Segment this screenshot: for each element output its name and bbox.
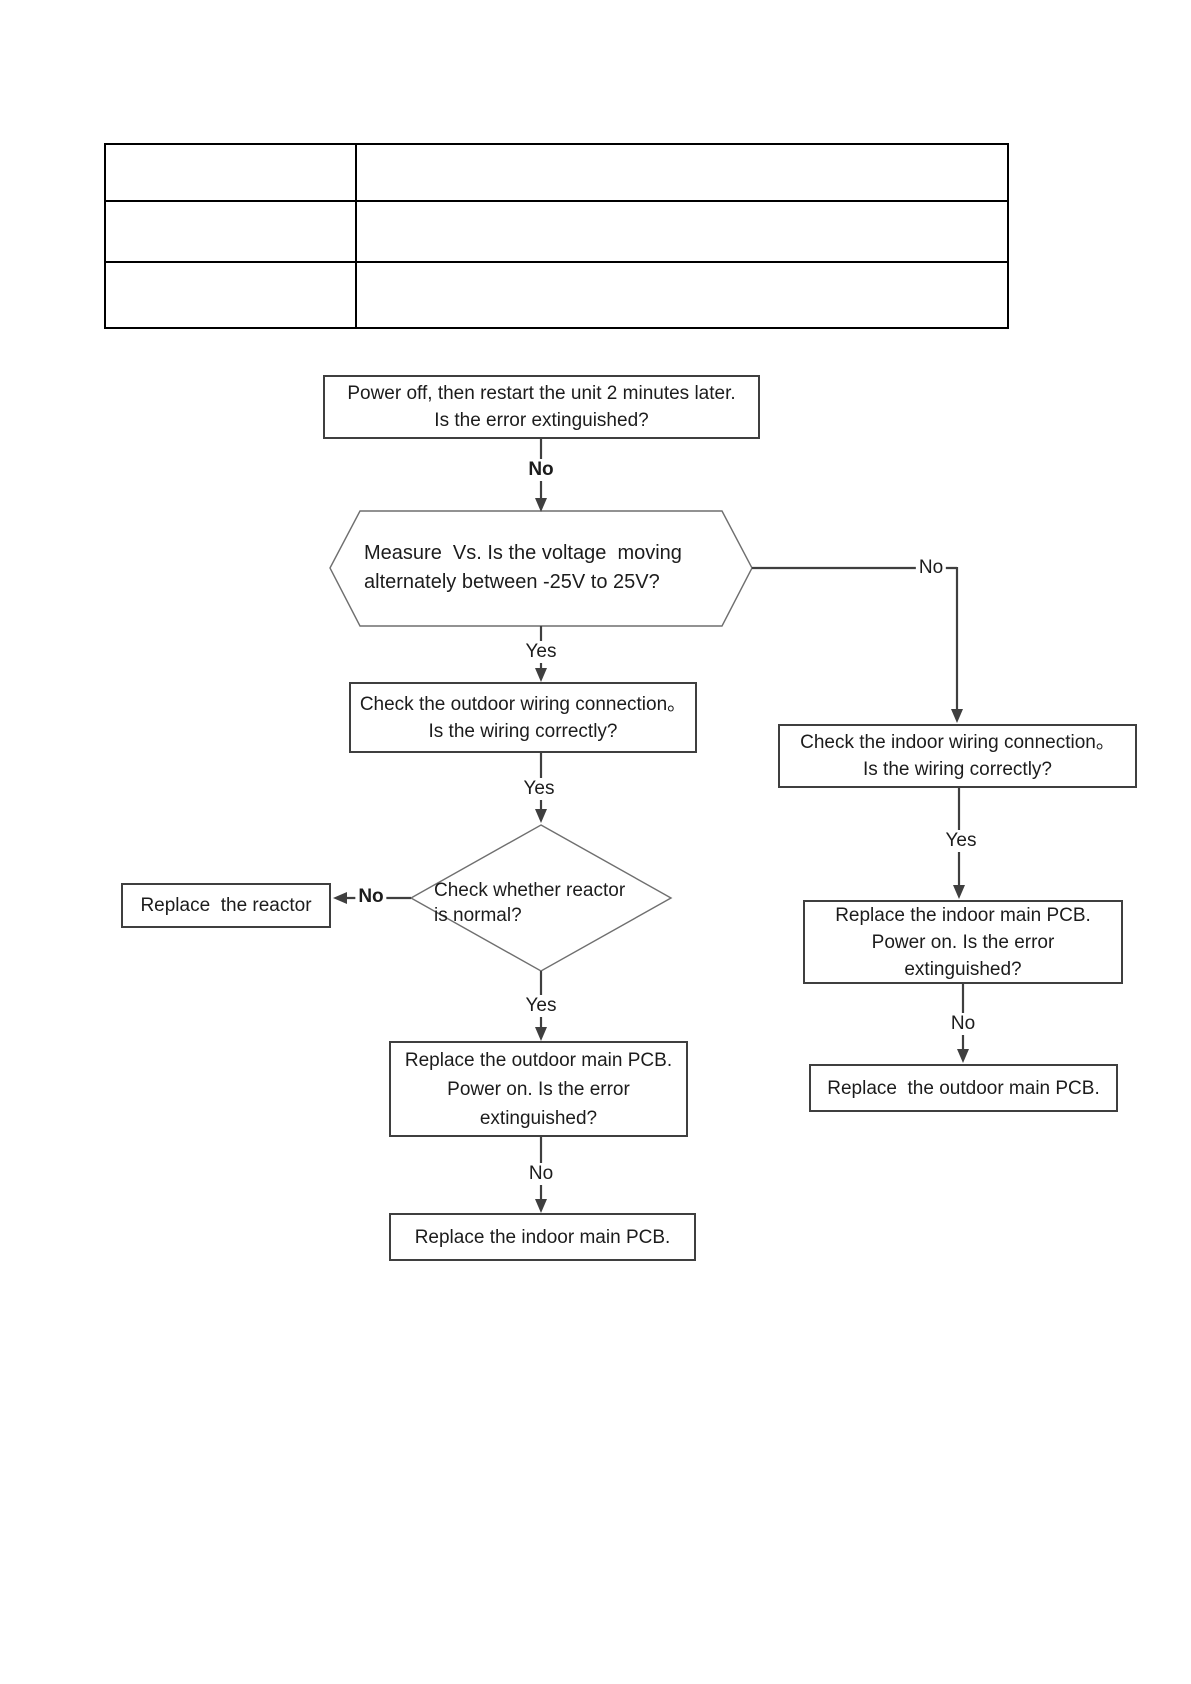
node-line: Replace the outdoor main PCB.: [827, 1077, 1100, 1099]
table-cell: [355, 200, 1009, 263]
node-line: Check whether reactor: [434, 880, 626, 901]
arrowhead-into-replace-reactor: [333, 892, 347, 904]
edge-label-no-outdoor-pcb: No: [525, 1163, 557, 1185]
node-line: extinguished?: [904, 958, 1022, 980]
info-table: [104, 143, 1009, 329]
node-line: Replace the indoor main PCB.: [414, 1226, 671, 1248]
edge-label-no-indoor-pcb: No: [947, 1013, 979, 1035]
arrowhead-into-indoor-pcb-question: [953, 885, 965, 899]
table-cell: [355, 143, 1009, 202]
table-cell: [104, 200, 357, 263]
table-row: [104, 143, 1009, 202]
table-cell: [104, 143, 357, 202]
edge-label-no-start: No: [525, 459, 557, 481]
node-line: Is the wiring correctly?: [428, 720, 618, 742]
node-measure-vs-text: Measure Vs. Is the voltage moving altern…: [364, 539, 682, 597]
edge-label-yes-indoor-wiring: Yes: [942, 830, 980, 852]
node-line: is normal?: [434, 905, 522, 926]
node-line: Is the error extinguished?: [434, 410, 649, 431]
node-replace-indoor-pcb: Replace the indoor main PCB.: [389, 1213, 696, 1261]
node-replace-indoor-pcb-question: Replace the indoor main PCB. Power on. I…: [803, 900, 1123, 984]
node-power-off-restart: Power off, then restart the unit 2 minut…: [323, 375, 760, 439]
node-line: Check the outdoor wiring connection。: [359, 693, 687, 715]
node-replace-outdoor-pcb-question: Replace the outdoor main PCB. Power on. …: [389, 1041, 688, 1137]
node-line: extinguished?: [479, 1107, 598, 1129]
arrowhead-into-diamond: [535, 809, 547, 823]
table-row: [104, 200, 1009, 263]
node-line: Replace the reactor: [140, 895, 312, 916]
node-check-indoor-wiring: Check the indoor wiring connection。 Is t…: [778, 724, 1137, 788]
node-replace-reactor: Replace the reactor: [121, 883, 331, 928]
node-line: alternately between -25V to 25V?: [364, 571, 660, 593]
table-row: [104, 261, 1009, 329]
node-line: Power on. Is the error: [871, 931, 1055, 953]
arrowhead-into-replace-outdoor-pcb: [957, 1049, 969, 1063]
node-check-reactor-text: Check whether reactor is normal?: [434, 878, 625, 928]
edge-label-no-measure-right: No: [915, 557, 947, 579]
node-line: Power off, then restart the unit 2 minut…: [347, 383, 736, 404]
node-check-outdoor-wiring: Check the outdoor wiring connection。 Is …: [349, 682, 697, 753]
arrowhead-into-outdoor-wiring: [535, 668, 547, 682]
node-line: Is the wiring correctly?: [862, 759, 1052, 780]
table-cell: [355, 261, 1009, 329]
arrowhead-into-hexagon: [535, 498, 547, 512]
arrowhead-into-outdoor-pcb-question: [535, 1027, 547, 1041]
node-line: Check the indoor wiring connection。: [800, 732, 1115, 753]
edge-label-yes-outdoor-wiring: Yes: [520, 778, 558, 800]
table-cell: [104, 261, 357, 329]
node-line: Power on. Is the error: [447, 1078, 630, 1100]
node-line: Measure Vs. Is the voltage moving: [364, 542, 682, 564]
node-replace-outdoor-pcb: Replace the outdoor main PCB.: [809, 1064, 1118, 1112]
edge-label-no-reactor: No: [355, 886, 387, 908]
edge-label-yes-measure-down: Yes: [522, 641, 560, 663]
arrowheads: [333, 498, 969, 1213]
edge-label-yes-reactor: Yes: [522, 995, 560, 1017]
node-line: Replace the indoor main PCB.: [835, 904, 1091, 926]
arrowhead-into-replace-indoor-pcb: [535, 1199, 547, 1213]
arrowhead-into-indoor-wiring: [951, 709, 963, 723]
node-line: Replace the outdoor main PCB.: [404, 1049, 673, 1071]
